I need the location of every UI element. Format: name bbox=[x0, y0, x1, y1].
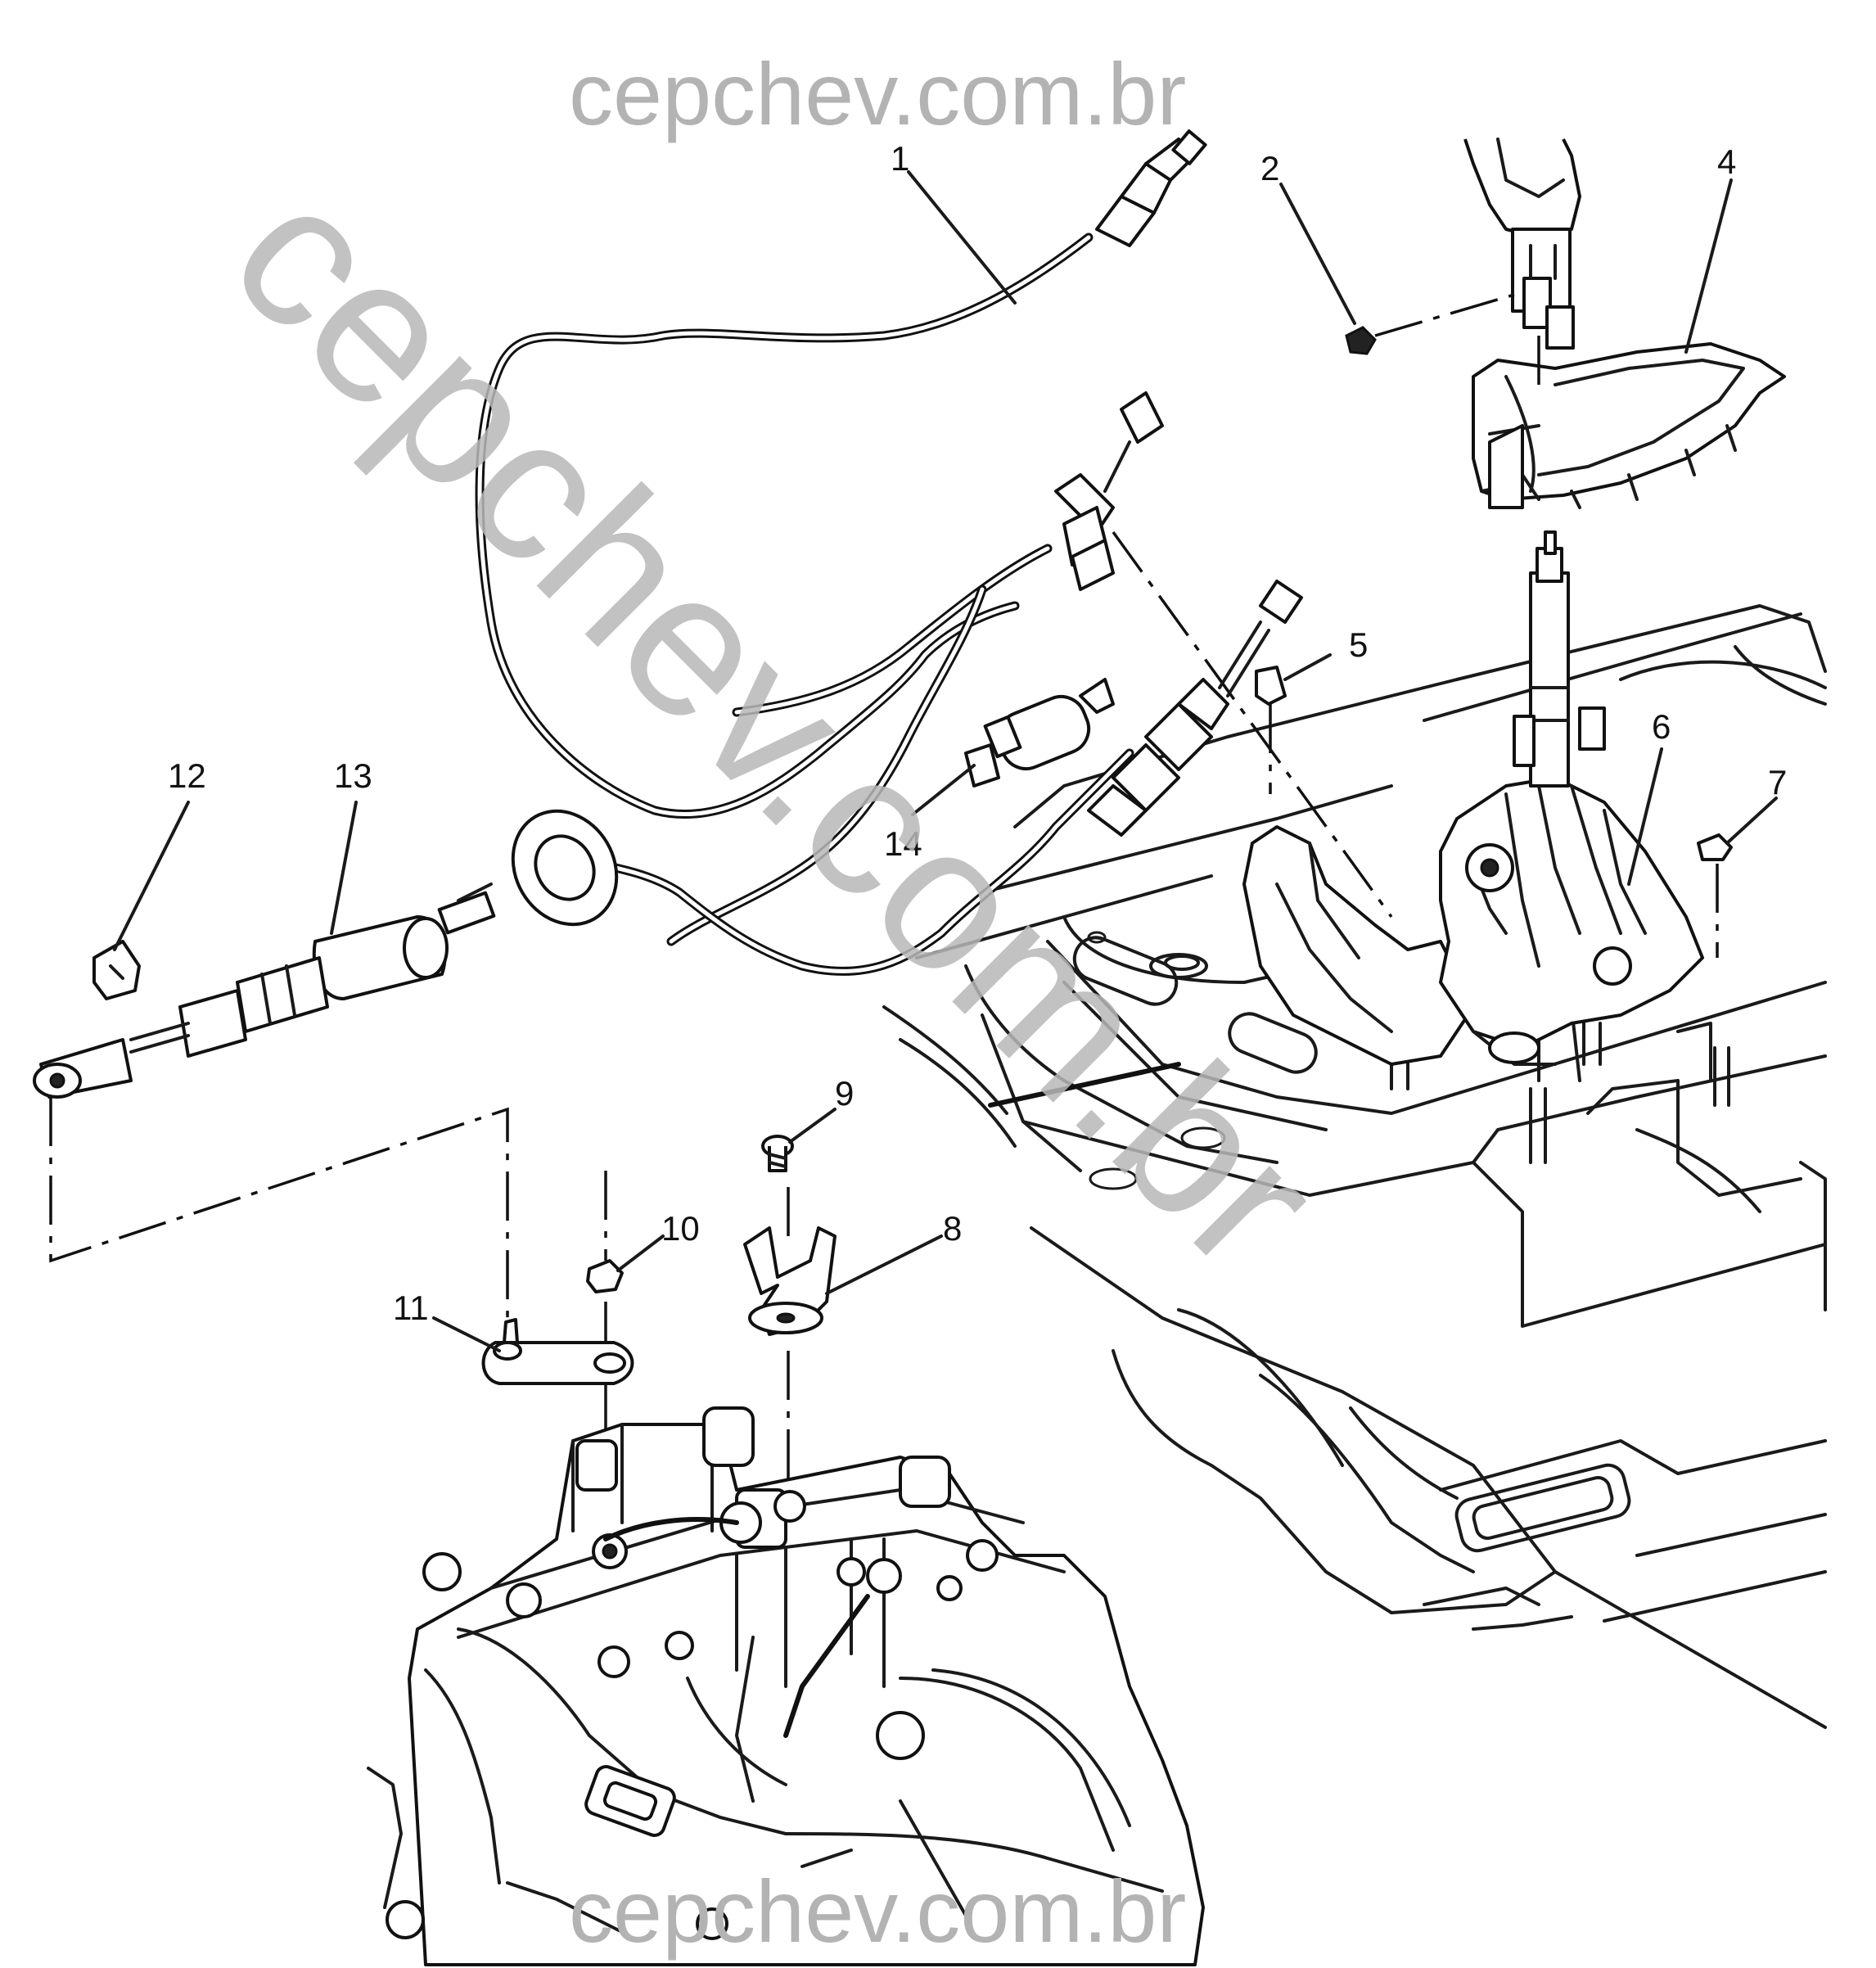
callout-2: 2 bbox=[1260, 149, 1279, 187]
callout-4: 4 bbox=[1717, 142, 1736, 181]
park-lock-solenoid bbox=[964, 678, 1115, 788]
cable-end-assembly bbox=[33, 915, 449, 1099]
bolt-2 bbox=[1345, 293, 1515, 355]
shifter-control-assembly bbox=[1242, 530, 1704, 1066]
callout-12: 12 bbox=[168, 756, 206, 795]
cable-bracket-8 bbox=[743, 1187, 837, 1498]
retainer-clip-5 bbox=[1255, 666, 1287, 794]
retainer-clip-12 bbox=[92, 940, 141, 1000]
callout-14: 14 bbox=[884, 824, 922, 863]
transaxle-assembly bbox=[367, 1406, 1205, 1966]
callout-1: 1 bbox=[891, 139, 909, 178]
nut-7 bbox=[1697, 833, 1733, 958]
callout-leaders bbox=[113, 170, 1778, 1352]
callout-13: 13 bbox=[334, 756, 372, 795]
callout-labels: 1 2 4 5 6 7 8 9 10 11 12 13 14 bbox=[168, 139, 1787, 1327]
callout-11: 11 bbox=[393, 1289, 429, 1327]
shift-cable-1 bbox=[475, 129, 1207, 819]
callout-8: 8 bbox=[943, 1209, 962, 1248]
shift-cable-transaxle-end bbox=[437, 580, 1303, 976]
callout-10: 10 bbox=[661, 1209, 700, 1248]
shift-knob-and-trim-plate bbox=[1463, 138, 1786, 509]
callout-7: 7 bbox=[1768, 763, 1787, 801]
watermark-bottom: cepchev.com.br bbox=[569, 1862, 1186, 1961]
bolt-9 bbox=[761, 1135, 794, 1172]
callout-9: 9 bbox=[835, 1074, 854, 1113]
manual-shaft-lever-11 bbox=[49, 1097, 634, 1385]
callout-6: 6 bbox=[1652, 707, 1671, 746]
watermark-top: cepchev.com.br bbox=[569, 44, 1186, 143]
callout-5: 5 bbox=[1349, 625, 1368, 664]
range-selector-cable bbox=[666, 391, 1393, 946]
floor-pan bbox=[882, 604, 1827, 1729]
